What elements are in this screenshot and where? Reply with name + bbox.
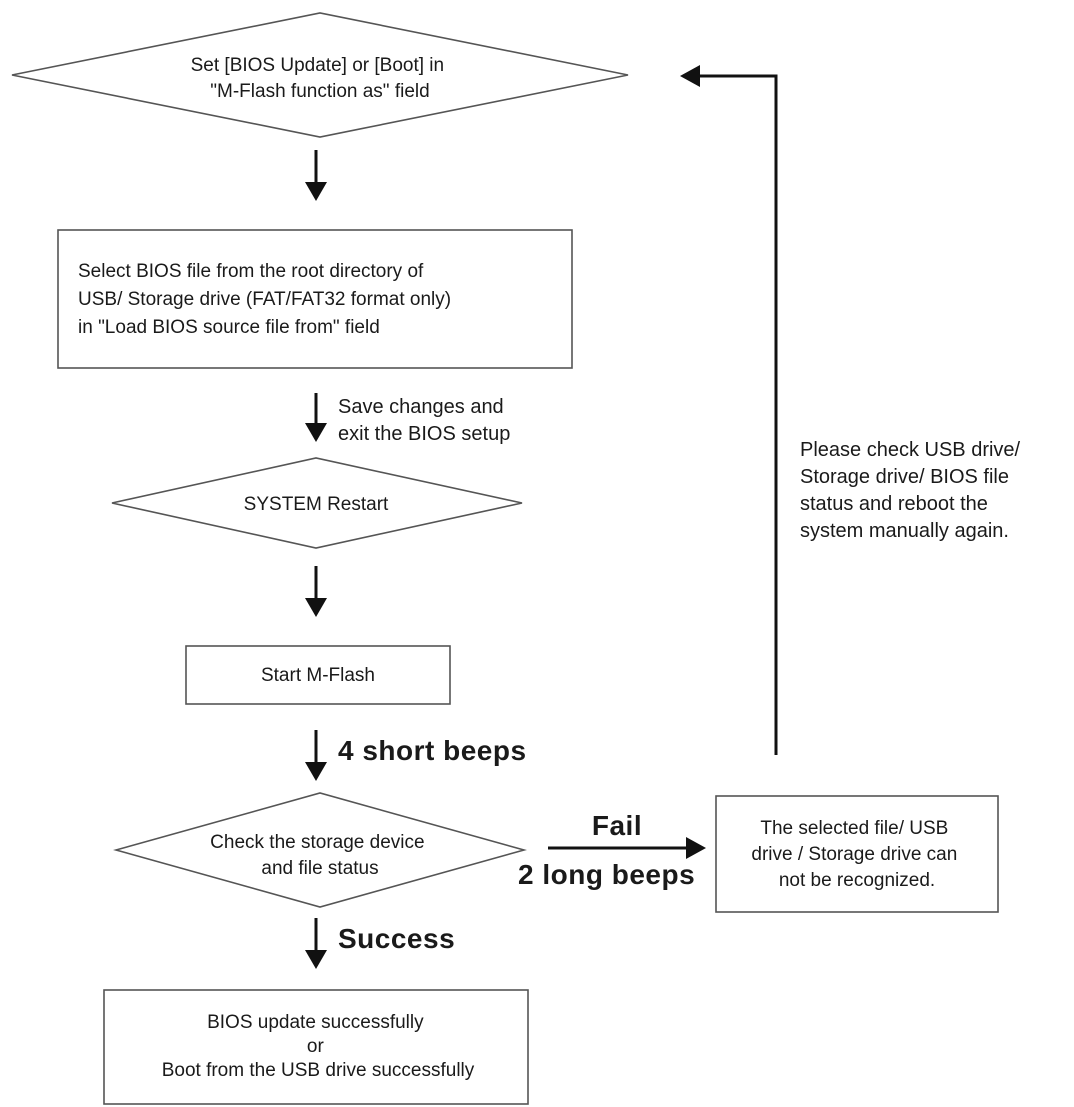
- node-check-storage-shape: [113, 792, 527, 908]
- edge-short-beeps-label: 4 short beeps: [338, 735, 527, 766]
- node-start-mflash-text: Start M-Flash: [261, 665, 375, 686]
- edge-save-changes-label: Save changes and exit the BIOS setup: [338, 396, 510, 445]
- node-select-file: Select BIOS file from the root directory…: [57, 229, 573, 369]
- arrow-fail-loop-back: [680, 65, 778, 755]
- arrow-select-to-restart: [305, 393, 327, 442]
- node-system-restart-shape: [111, 457, 523, 549]
- edge-fail-label: Fail: [592, 810, 642, 841]
- node-success-line-1: BIOS update successfully: [207, 1012, 424, 1033]
- arrow-down-icon: [305, 762, 327, 781]
- arrow-start-to-check: [305, 730, 327, 781]
- arrow-down-icon: [305, 950, 327, 969]
- edge-recheck-note: Please check USB drive/ Storage drive/ B…: [800, 439, 1026, 542]
- node-select-file-line-1: Select BIOS file from the root directory…: [78, 261, 424, 282]
- node-not-recognized-line-2: drive / Storage drive can: [751, 844, 957, 865]
- node-start-mflash-shape: [185, 645, 451, 705]
- node-set-mode-text: Set [BIOS Update] or [Boot] in "M-Flash …: [191, 55, 450, 102]
- node-not-recognized-shape: [715, 795, 999, 913]
- node-success-shape: [103, 989, 529, 1105]
- arrow-check-to-success: [305, 918, 327, 969]
- edge-recheck-line-3: status and reboot the: [800, 493, 988, 515]
- node-system-restart: SYSTEM Restart: [111, 457, 523, 549]
- edge-save-changes-line-2: exit the BIOS setup: [338, 423, 510, 445]
- node-start-mflash: Start M-Flash: [185, 645, 451, 705]
- arrow-down-icon: [305, 182, 327, 201]
- edge-long-beeps-label: 2 long beeps: [518, 859, 695, 890]
- arrow-left-icon: [680, 65, 700, 87]
- node-select-file-line-2: USB/ Storage drive (FAT/FAT32 format onl…: [78, 289, 451, 310]
- node-set-mode: Set [BIOS Update] or [Boot] in "M-Flash …: [11, 12, 629, 138]
- arrow-right-icon: [686, 837, 706, 859]
- node-success-line-2: or: [307, 1036, 325, 1057]
- node-set-mode-line-1: Set [BIOS Update] or [Boot] in: [191, 55, 444, 76]
- node-success-line-3: Boot from the USB drive successfully: [162, 1060, 475, 1081]
- arrow-check-to-fail: [548, 837, 706, 859]
- node-check-storage-line-2: and file status: [261, 858, 378, 879]
- edge-save-changes-line-1: Save changes and: [338, 396, 504, 418]
- node-check-storage: Check the storage device and file status: [113, 792, 527, 908]
- node-not-recognized-line-3: not be recognized.: [779, 870, 935, 891]
- node-select-file-text: Select BIOS file from the root directory…: [78, 261, 456, 338]
- node-not-recognized-line-1: The selected file/ USB: [760, 818, 948, 839]
- node-success-text: BIOS update successfully or Boot from th…: [162, 1012, 475, 1081]
- node-set-mode-shape: [11, 12, 629, 138]
- edge-success-label: Success: [338, 923, 455, 954]
- node-select-file-line-3: in "Load BIOS source file from" field: [78, 317, 380, 338]
- edge-recheck-line-2: Storage drive/ BIOS file: [800, 466, 1009, 488]
- edge-recheck-line-4: system manually again.: [800, 520, 1009, 542]
- arrow-restart-to-start: [305, 566, 327, 617]
- node-not-recognized-text: The selected file/ USB drive / Storage d…: [751, 818, 962, 891]
- node-not-recognized: The selected file/ USB drive / Storage d…: [715, 795, 999, 913]
- arrow-down-icon: [305, 598, 327, 617]
- node-success: BIOS update successfully or Boot from th…: [103, 989, 529, 1105]
- node-check-storage-line-1: Check the storage device: [210, 832, 424, 853]
- node-check-storage-text: Check the storage device and file status: [210, 832, 430, 879]
- node-system-restart-text: SYSTEM Restart: [244, 494, 389, 515]
- node-select-file-shape: [57, 229, 573, 369]
- edge-recheck-line-1: Please check USB drive/: [800, 439, 1021, 461]
- arrow-down-icon: [305, 423, 327, 442]
- arrow-set-to-select: [305, 150, 327, 201]
- node-set-mode-line-2: "M-Flash function as" field: [210, 81, 429, 102]
